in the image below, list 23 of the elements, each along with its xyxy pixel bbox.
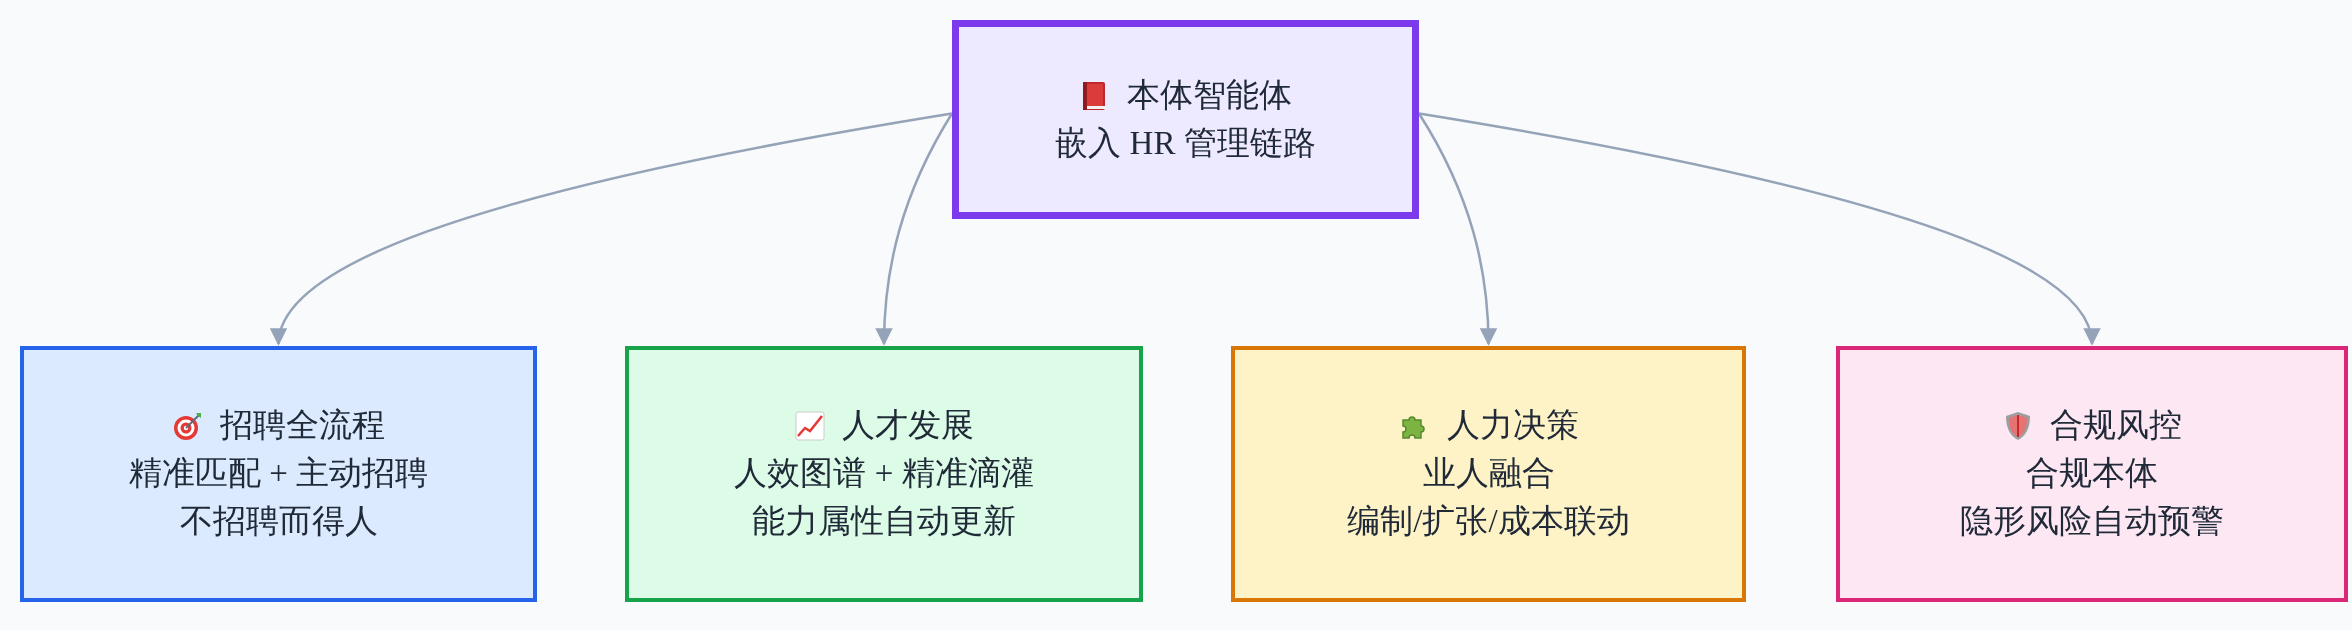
root-box <box>952 20 1419 219</box>
node-title: 人力决策 <box>1446 406 1579 446</box>
node-text: 编制/扩张/成本联动 <box>1347 501 1630 541</box>
node-text: 能力属性自动更新 <box>752 501 1016 541</box>
node-title: 合规风控 <box>2050 406 2182 446</box>
node-title: 人才发展 <box>842 406 974 446</box>
arrow <box>1417 112 1497 346</box>
category-box <box>1836 346 2348 602</box>
node-text: 隐形风险自动预警 <box>1960 501 2224 541</box>
node-text: 嵌入 HR 管理链路 <box>1055 123 1316 163</box>
node-text: 人效图谱 + 精准滴灌 <box>734 454 1034 494</box>
arrow <box>272 112 953 346</box>
arrow <box>1418 112 2098 346</box>
category-box <box>20 346 537 602</box>
arrow <box>875 112 954 346</box>
node-text: 精准匹配 + 主动招聘 <box>128 454 429 494</box>
node-title: 本体智能体 <box>1127 75 1292 115</box>
category-box <box>625 346 1143 602</box>
node-title: 招聘全流程 <box>220 406 385 446</box>
node-text: 业人融合 <box>1422 454 1555 494</box>
node-text: 不招聘而得人 <box>179 501 378 541</box>
node-text: 合规本体 <box>2026 454 2158 494</box>
category-box <box>1231 346 1746 602</box>
